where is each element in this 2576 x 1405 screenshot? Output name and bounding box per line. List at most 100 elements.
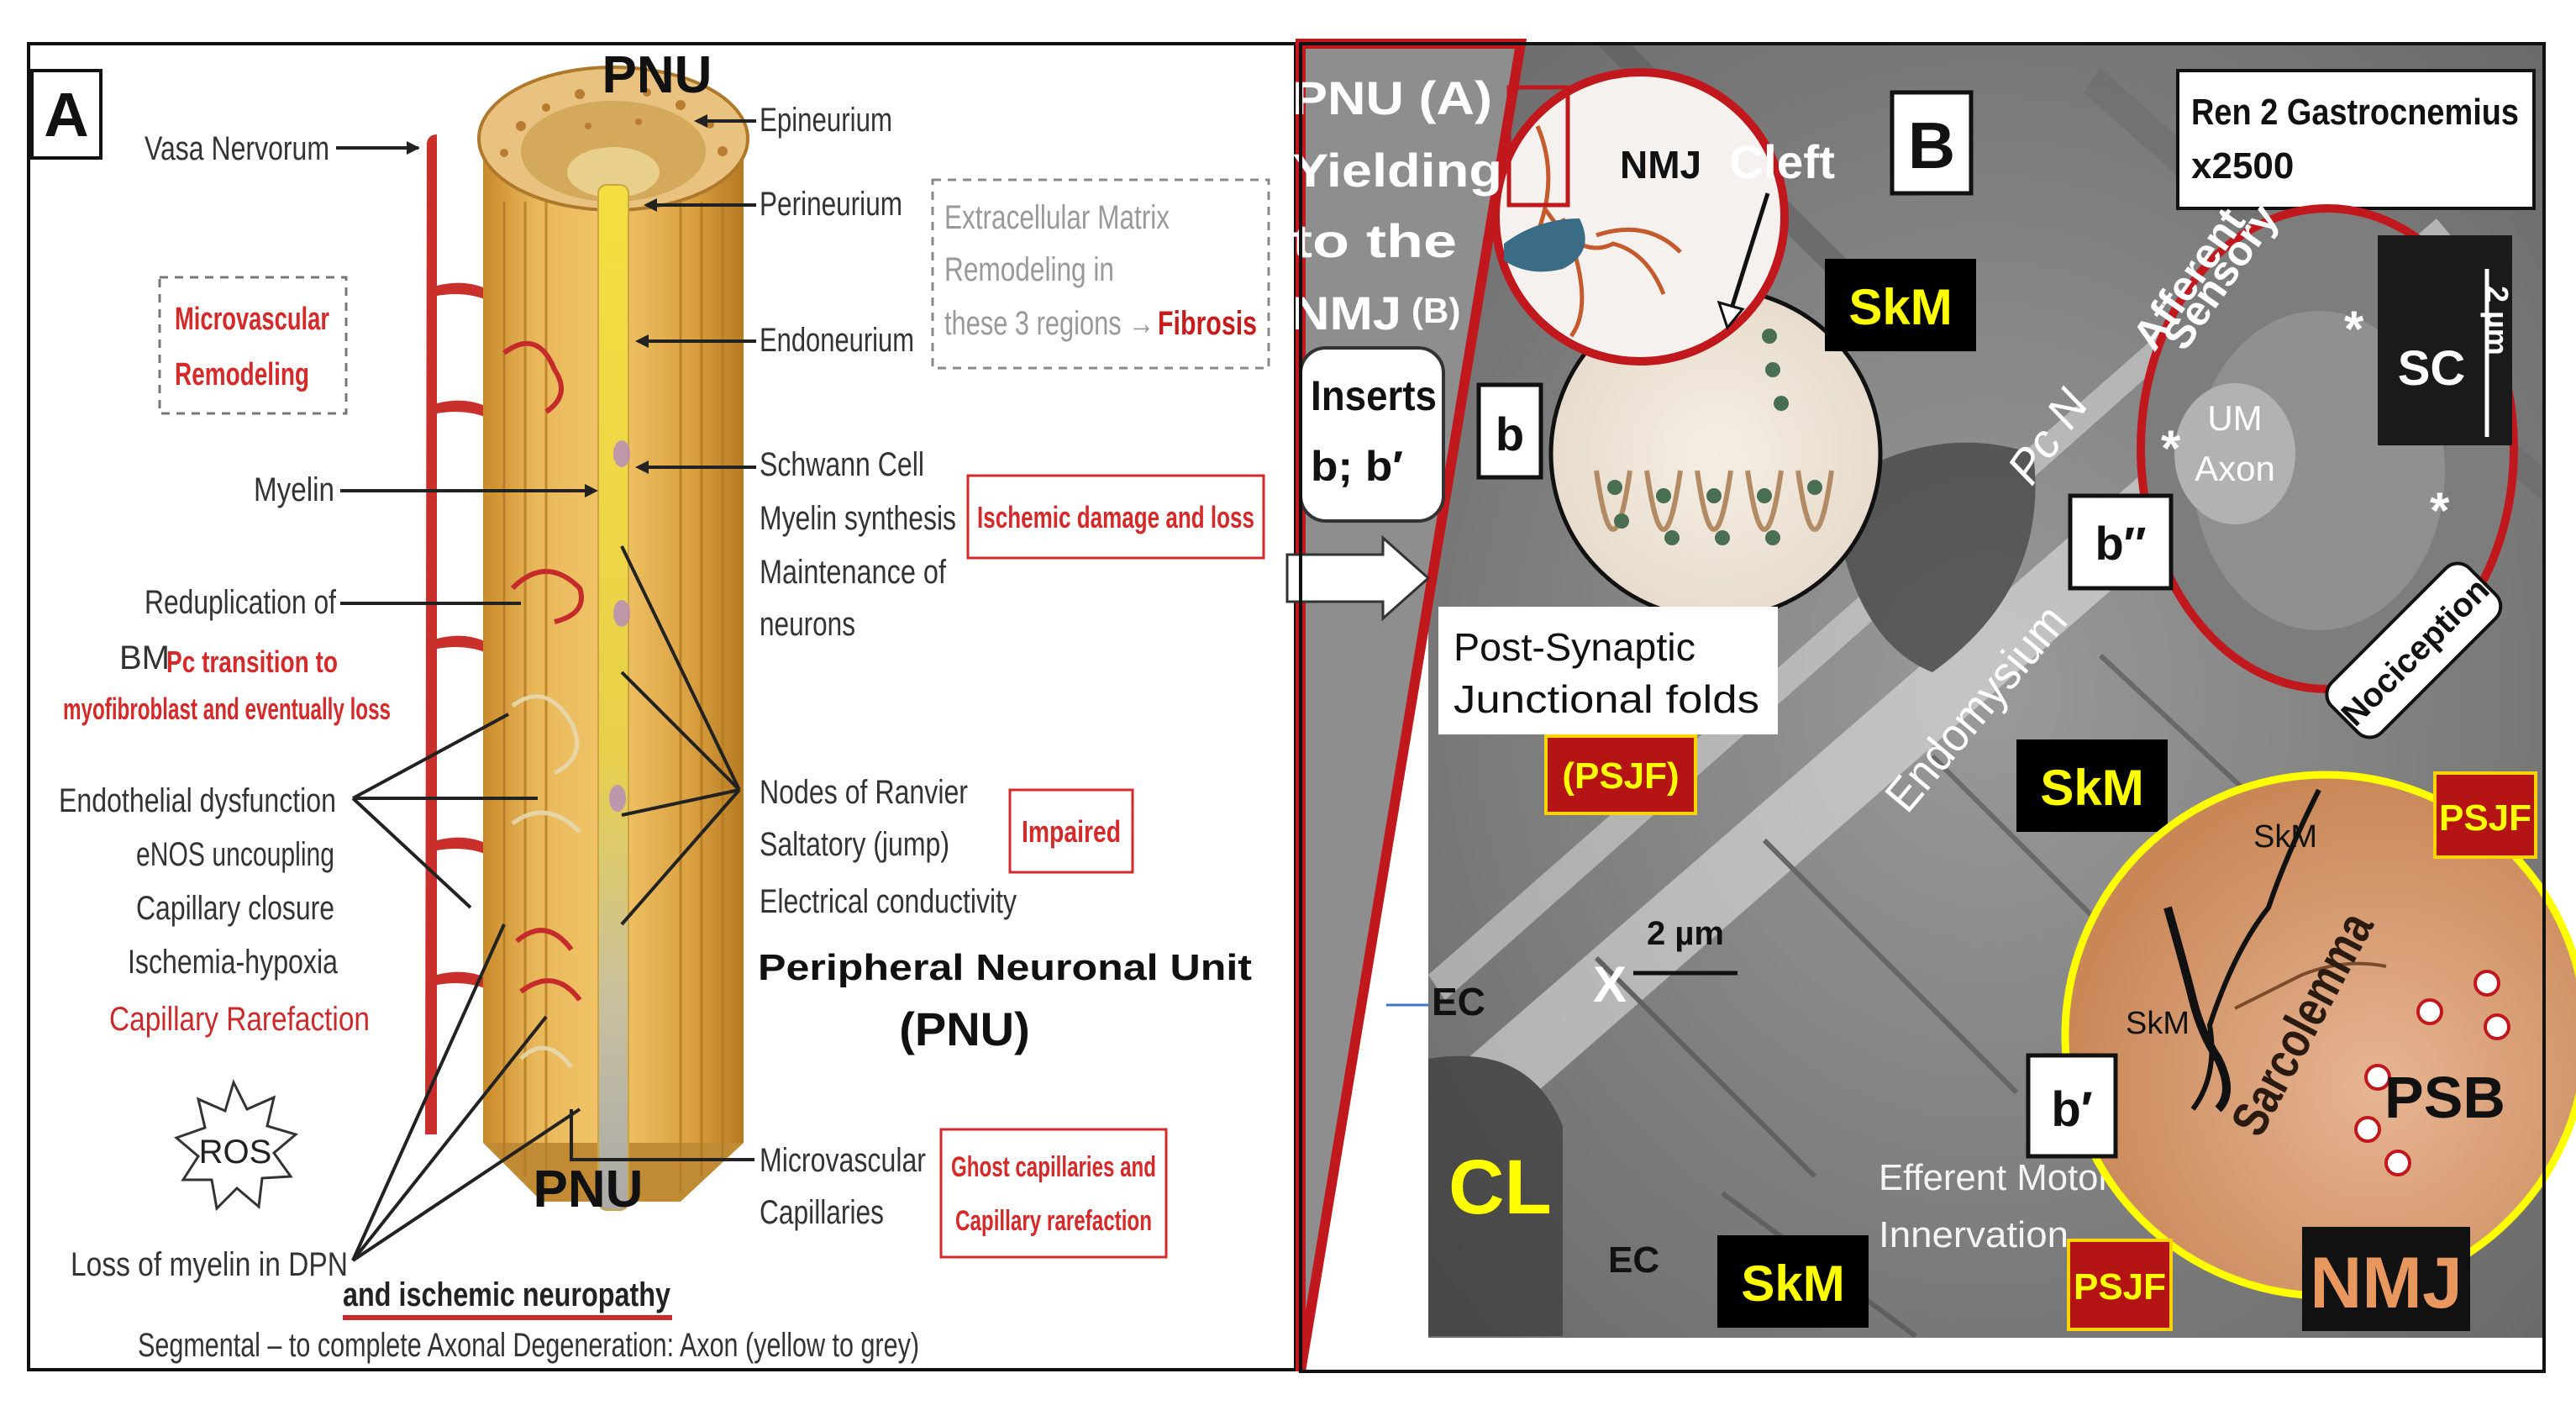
pnu-yielding-line3: to the (1292, 214, 1457, 267)
nmj-big-label: NMJ (2310, 1243, 2463, 1323)
label-endoneurium: Endoneurium (760, 322, 914, 359)
panel-b-letter-box (1890, 90, 1974, 196)
ecm-remodeling-box (931, 178, 1270, 370)
ecm-line3: these 3 regions → (944, 305, 1154, 342)
label-myelin: Myelin (254, 471, 334, 508)
inserts-line1: Inserts (1311, 372, 1437, 419)
label-vasa-nervorum: Vasa Nervorum (145, 130, 329, 167)
psjf-tag-bottom (2067, 1239, 2173, 1331)
ghost-capillaries-line1: Ghost capillaries and (951, 1151, 1156, 1183)
nmj-micrograph-insert: SkM SkM Sarcolemma PSB (2061, 771, 2576, 1300)
post-synaptic-line1: Post-Synaptic (1454, 625, 1695, 669)
b-prime-box (2026, 1053, 2118, 1159)
b-prime-label: b′ (2051, 1082, 2092, 1137)
label-capillaries: Capillaries (760, 1194, 884, 1231)
pc-transition-line1: Pc transition to (166, 645, 338, 679)
post-synaptic-line2: Junctional folds (1454, 677, 1759, 721)
nmj-insert: NMJ (1491, 68, 1789, 366)
ec-label-1: EC (1432, 980, 1485, 1023)
ros-label: ROS (199, 1134, 272, 1171)
label-capillary-closure: Capillary closure (136, 890, 334, 927)
cl-label: CL (1448, 1145, 1552, 1230)
psjf-paren-label: (PSJF) (1562, 755, 1679, 797)
skm-small-1: SkM (2253, 819, 2317, 855)
label-enos: eNOS uncoupling (136, 836, 334, 873)
sample-label-box (2176, 69, 2536, 210)
skm-labels: SkM SkM SkM (1717, 259, 2168, 1328)
skm-small-2: SkM (2126, 1006, 2190, 1041)
label-segmental: Segmental – to complete Axonal Degenerat… (138, 1327, 919, 1364)
ros-starburst: ROS (174, 1078, 299, 1212)
microvascular-remodeling-box (158, 276, 348, 415)
sc-label: SC (2398, 341, 2466, 396)
inserts-line2: b; b′ (1311, 443, 1403, 490)
panel-b-frame (1299, 42, 2546, 1373)
label-epineurium: Epineurium (760, 102, 892, 139)
label-electrical-conductivity: Electrical conductivity (760, 883, 1017, 920)
label-maintenance: Maintenance of (760, 554, 947, 591)
psjf-tag-top-label: PSJF (2439, 797, 2531, 839)
pnu-yielding-line4b: (B) (1412, 291, 1460, 330)
label-bm: BM (119, 639, 170, 676)
microvascular-remodeling-line2: Remodeling (175, 357, 309, 392)
psjf-paren-box (1544, 734, 1697, 815)
pnu-title-line1: Peripheral Neuronal Unit (758, 947, 1252, 988)
pointer-lines (336, 119, 756, 1262)
label-microvascular: Microvascular (760, 1142, 926, 1179)
ecm-line1: Extracellular Matrix (944, 199, 1170, 236)
label-ischemia-hypoxia: Ischemia-hypoxia (128, 944, 339, 981)
panel-a-letter-box (30, 69, 103, 160)
pnu-yielding-line2: Yielding (1292, 144, 1502, 197)
pnu-bottom-label: PNU (534, 1160, 644, 1218)
nerve-cylinder-illustration (477, 66, 749, 1211)
pointer-heads (407, 114, 707, 497)
nmj-big-box (2302, 1227, 2470, 1331)
cleft-label: Cleft (1729, 135, 1835, 188)
left-labels: Vasa Nervorum Myelin Reduplication of BM… (59, 130, 919, 1364)
panel-a: A (27, 42, 1297, 1371)
ecm-line2: Remodeling in (944, 251, 1114, 288)
b-label-box (1476, 382, 1543, 480)
label-reduplication: Reduplication of (145, 584, 337, 621)
pnu-yielding-line1: PNU (A) (1292, 71, 1492, 124)
psb-label: PSB (2384, 1065, 2505, 1130)
pnu-yielding-line4: NMJ (1292, 287, 1401, 339)
label-saltatory: Saltatory (jump) (760, 826, 949, 863)
asterisk-3: * (2430, 482, 2450, 539)
efferent-line1: Efferent Motor (1879, 1157, 2111, 1198)
post-synaptic-box (1438, 607, 1778, 734)
b-label: b (1496, 408, 1524, 460)
label-perineurium: Perineurium (760, 186, 902, 223)
ischemic-damage-box (966, 474, 1265, 560)
skm-label-bottom: SkM (1741, 1255, 1844, 1312)
panel-a-letter: A (44, 80, 88, 150)
ghost-capillaries-line2: Capillary rarefaction (955, 1205, 1152, 1237)
psjf-tag-bottom-label: PSJF (2074, 1266, 2166, 1308)
label-endothelial-dysfunction: Endothelial dysfunction (59, 782, 336, 819)
label-neurons: neurons (760, 606, 855, 643)
label-schwann-cell: Schwann Cell (760, 446, 924, 483)
asterisk-2: * (2161, 420, 2181, 476)
sample-label-line1: Ren 2 Gastrocnemius (2191, 92, 2519, 133)
skm-label-mid: SkM (2040, 760, 2143, 816)
psjf-tag-top (2433, 771, 2537, 859)
b-double-prime-box (2068, 493, 2174, 591)
fibrosis-label: Fibrosis (1158, 305, 1257, 342)
x-marker: X (1593, 956, 1627, 1013)
microvascular-remodeling-line1: Microvascular (175, 302, 329, 337)
label-nodes-of-ranvier: Nodes of Ranvier (760, 774, 968, 811)
asterisk-1: * (2344, 301, 2364, 357)
panel-b-letter: B (1908, 108, 1955, 182)
ghost-capillaries-box (939, 1128, 1168, 1259)
impaired-label: Impaired (1022, 814, 1121, 849)
scale-2um-label: 2 µm (1647, 915, 1724, 952)
label-capillary-rarefaction: Capillary Rarefaction (109, 1001, 370, 1038)
um-label: UM (2207, 398, 2262, 438)
skm-label-top: SkM (1848, 279, 1952, 335)
label-myelin-synthesis: Myelin synthesis (760, 500, 956, 537)
ec-label-2: EC (1608, 1239, 1659, 1281)
insert-arrow (1285, 534, 1431, 622)
scale-2um-vertical: 2 µm (2480, 286, 2515, 355)
b-double-prime-label: b′′ (2095, 517, 2146, 570)
